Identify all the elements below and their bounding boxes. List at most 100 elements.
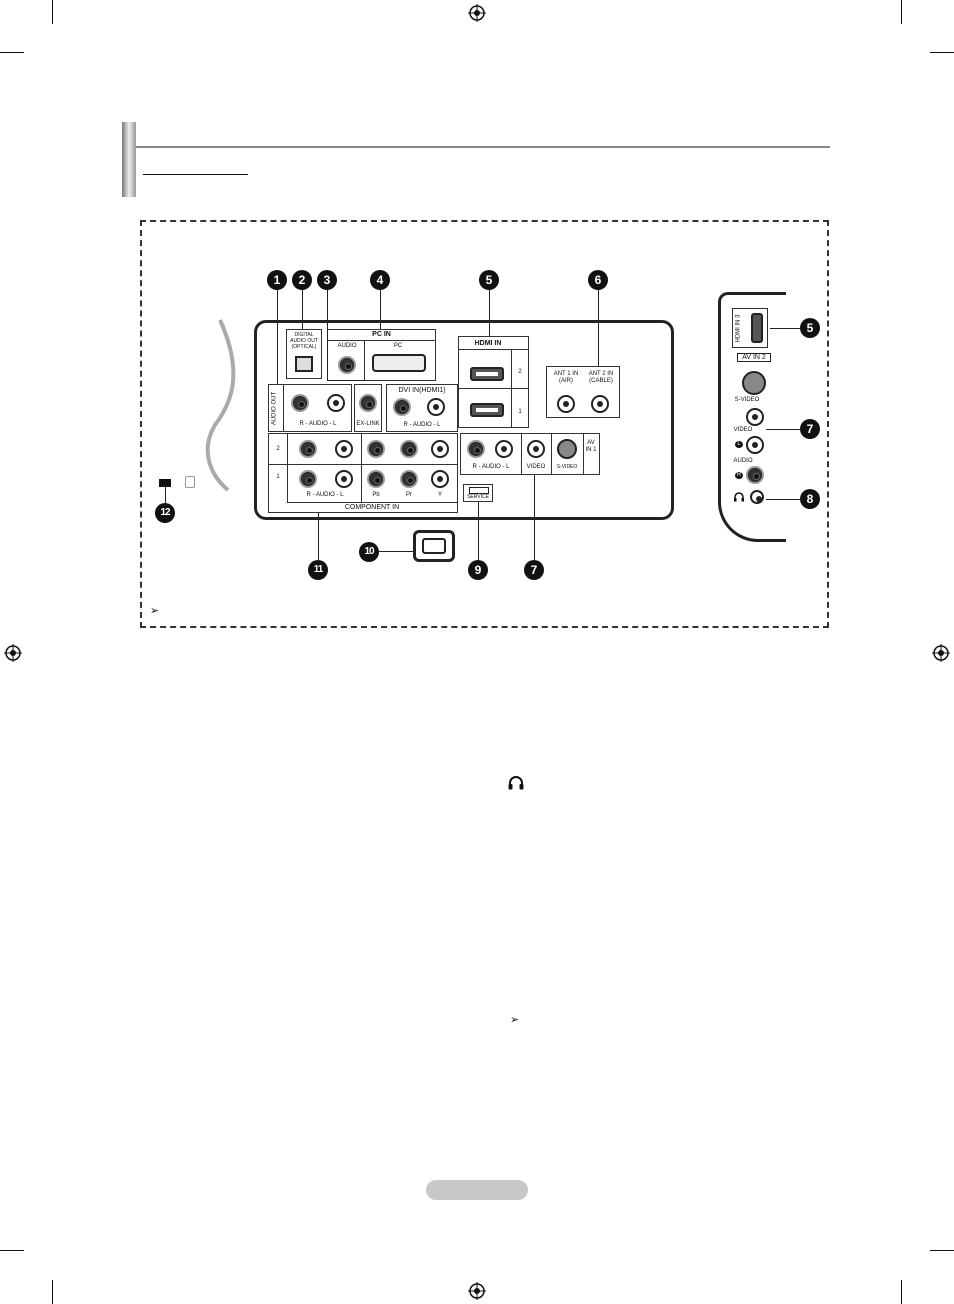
pc-audio-label: AUDIO	[337, 343, 357, 349]
crop-mark	[0, 1250, 24, 1251]
callout-line	[489, 290, 490, 336]
divider	[361, 434, 362, 502]
dvi-audio-rl-label: R - AUDIO - L	[403, 422, 441, 428]
service-port[interactable]: SERVICE	[463, 484, 493, 502]
hdmi-in-3-port[interactable]	[751, 313, 763, 343]
headphone-icon	[508, 776, 524, 790]
callout-line	[379, 551, 413, 552]
side-r-label: R	[735, 472, 743, 479]
component-1-pb[interactable]	[367, 470, 385, 488]
cable-curve	[205, 319, 236, 492]
ant1-label: ANT 1 IN (AIR)	[553, 371, 579, 384]
component-2-audio-r[interactable]	[299, 440, 317, 458]
callout-2: 2	[292, 270, 312, 290]
component-row-2: 2	[276, 446, 280, 452]
callout-1: 1	[267, 270, 287, 290]
callout-4: 4	[370, 270, 390, 290]
side-headphone-jack[interactable]	[750, 490, 764, 504]
component-in-box: 2 1 R - AUDIO - L Pb Pr Y COMPONENT IN	[268, 433, 458, 513]
av1-video-jack[interactable]	[527, 440, 545, 458]
callout-6: 6	[588, 270, 608, 290]
av1-s-video-label: S-VIDEO	[556, 464, 578, 470]
audio-out-l-jack[interactable]	[327, 394, 345, 412]
hdmi-2-port[interactable]	[470, 367, 504, 381]
audio-out-r-jack[interactable]	[291, 394, 309, 412]
ant1-jack[interactable]	[557, 395, 575, 413]
power-inlet[interactable]	[413, 530, 455, 562]
callout-9: 9	[468, 560, 488, 580]
ant2-label: ANT 2 IN (CABLE)	[588, 371, 614, 384]
registration-mark-icon	[468, 4, 486, 22]
component-row-1: 1	[276, 474, 280, 480]
vga-port[interactable]	[372, 354, 426, 372]
hdmi-1-port[interactable]	[470, 403, 504, 417]
av-in-2-label: AV IN 2	[737, 353, 771, 362]
component-2-pr[interactable]	[400, 440, 418, 458]
section-subheader-rule	[143, 174, 248, 175]
av-in-1-label: AV IN 1	[585, 440, 597, 453]
component-1-pr[interactable]	[400, 470, 418, 488]
component-1-y[interactable]	[431, 470, 449, 488]
side-audio-label: AUDIO	[733, 458, 753, 464]
side-s-video-port[interactable]	[742, 371, 766, 395]
ant2-jack[interactable]	[591, 395, 609, 413]
component-1-audio-r[interactable]	[299, 470, 317, 488]
rear-panel	[254, 320, 674, 520]
pc-audio-jack[interactable]	[338, 356, 356, 374]
callout-7: 7	[524, 560, 544, 580]
service-label: SERVICE	[467, 494, 489, 500]
callout-line	[478, 502, 479, 560]
page-number-pill	[426, 1180, 528, 1200]
crop-mark	[0, 52, 24, 53]
ex-link-label: EX-LINK	[356, 421, 380, 427]
callout-line	[327, 380, 367, 381]
crop-mark	[930, 52, 954, 53]
callout-line	[165, 487, 166, 504]
ex-link-box: EX-LINK	[354, 384, 382, 432]
connection-diagram-frame	[140, 220, 829, 628]
kensington-slot	[159, 479, 171, 487]
component-audio-rl-label: R - AUDIO - L	[306, 492, 344, 498]
callout-line	[277, 290, 278, 384]
component-1-audio-l[interactable]	[335, 470, 353, 488]
optical-port[interactable]	[295, 356, 313, 372]
callout-line	[766, 429, 800, 430]
dvi-audio-l-jack[interactable]	[427, 398, 445, 416]
component-2-y[interactable]	[431, 440, 449, 458]
callout-12: 12	[155, 503, 175, 523]
divider	[459, 349, 528, 350]
component-2-pb[interactable]	[367, 440, 385, 458]
hdmi-in-3-box: HDMI IN 3	[732, 308, 768, 348]
component-2-audio-l[interactable]	[335, 440, 353, 458]
divider	[287, 502, 457, 503]
hdmi-in-label: HDMI IN	[474, 340, 502, 347]
callout-line	[534, 475, 535, 560]
callout-line	[770, 328, 800, 329]
hdmi-2-number: 2	[518, 369, 522, 375]
dvi-audio-r-jack[interactable]	[393, 398, 411, 416]
divider	[364, 340, 365, 380]
callout-10: 10	[359, 542, 379, 562]
crop-mark	[52, 1280, 53, 1304]
divider	[459, 388, 528, 389]
audio-out-box: AUDIO OUT R - AUDIO - L	[268, 384, 352, 432]
side-audio-l-jack[interactable]	[746, 436, 764, 454]
av1-audio-l-jack[interactable]	[495, 440, 513, 458]
divider	[551, 434, 552, 474]
side-audio-r-jack[interactable]	[746, 466, 764, 484]
pc-in-label: PC IN	[372, 331, 391, 338]
av1-video-label: VIDEO	[526, 464, 546, 470]
divider	[283, 385, 284, 431]
service-slot	[469, 487, 489, 494]
side-panel	[718, 292, 786, 542]
ex-link-jack[interactable]	[359, 394, 377, 412]
s-video-port[interactable]	[557, 439, 577, 459]
pr-label: Pr	[406, 492, 412, 498]
registration-mark-icon	[4, 644, 22, 662]
callout-line	[327, 290, 328, 380]
side-video-jack[interactable]	[746, 408, 764, 426]
callout-7-side: 7	[800, 419, 820, 439]
av1-audio-rl-label: R - AUDIO - L	[472, 464, 510, 470]
av1-audio-r-jack[interactable]	[467, 440, 485, 458]
pc-in-box: PC IN AUDIO PC	[327, 329, 436, 381]
